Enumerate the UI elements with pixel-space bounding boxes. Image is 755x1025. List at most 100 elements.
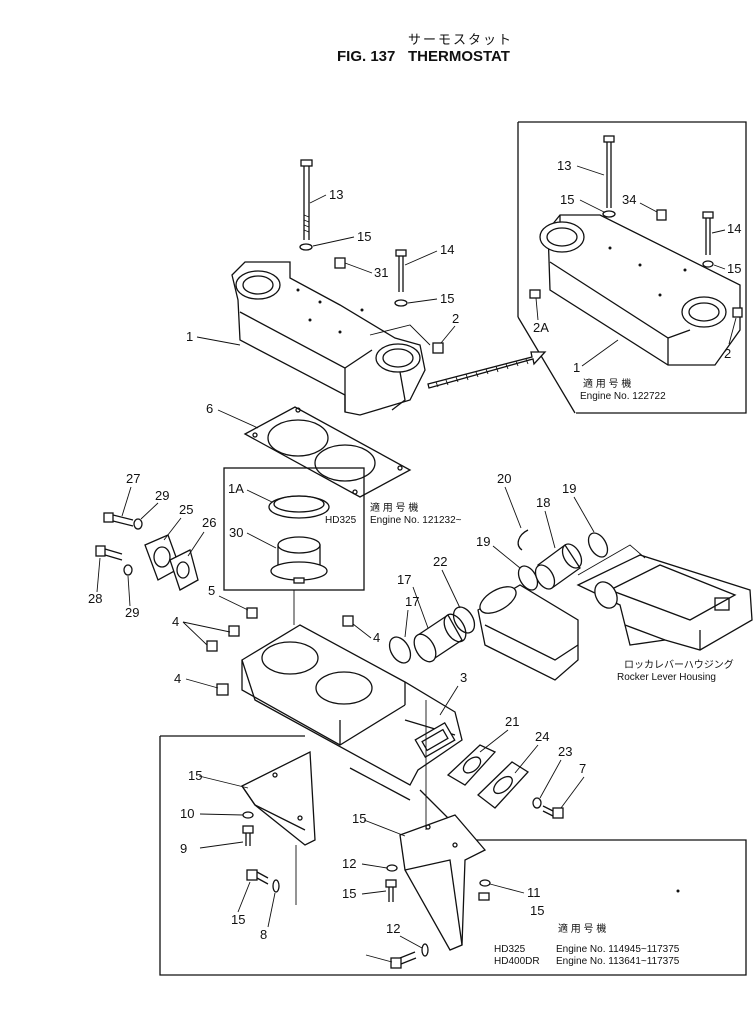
callout-25: 25: [179, 502, 193, 517]
thermo-box-note-model: HD325: [325, 515, 357, 526]
callout-15-a: 15: [357, 229, 371, 244]
cover-25: [144, 534, 181, 581]
callout-1-inset: 1: [573, 360, 580, 375]
thermostat-part-30: [270, 536, 328, 584]
callout-1: 1: [186, 329, 193, 344]
callout-17-a: 17: [405, 594, 419, 609]
inset-plug-2A: [529, 289, 541, 299]
plug-4-b: [342, 615, 354, 627]
bolt-12-a: [385, 879, 397, 902]
callout-2-inset: 2: [724, 346, 731, 361]
washer-15-i: [421, 943, 429, 957]
callout-19-b: 19: [562, 481, 576, 496]
callout-15-i: 12: [386, 921, 400, 936]
callout-8: 15: [352, 811, 366, 826]
callout-5: 5: [208, 583, 215, 598]
figure-number: FIG. 137: [337, 48, 395, 65]
callout-34-inset: 34: [622, 192, 636, 207]
title-japanese: サーモスタット: [408, 32, 513, 47]
callout-24: 23: [558, 744, 572, 759]
callout-15-e: 10: [180, 806, 194, 821]
washer-29-upper: [133, 518, 143, 530]
bolt-23: [542, 805, 564, 819]
inset-frame-diag: [517, 316, 576, 414]
callout-29-a: 29: [155, 488, 169, 503]
rocker-lever-housing: [576, 554, 753, 651]
callout-2A-inset: 2A: [533, 320, 549, 335]
plug-5: [246, 607, 258, 619]
callout-14-inset: 14: [727, 221, 741, 236]
bolt-9: [246, 869, 269, 885]
callout-23: 7: [579, 761, 586, 776]
callout-31: 31: [374, 265, 388, 280]
callout-29-b: 29: [125, 605, 139, 620]
callout-17-b: 22: [433, 554, 447, 569]
callout-15-g: 12: [342, 856, 356, 871]
gasket-part-6: [243, 406, 412, 498]
bolt-11: [478, 892, 490, 901]
bolt-13: [299, 159, 313, 251]
plug-4-c: [206, 640, 218, 652]
callout-1A: 1A: [228, 481, 244, 496]
oring-19-left: [517, 565, 539, 591]
callout-15-inset: 15: [560, 192, 574, 207]
inset-top-note-en: Engine No. 122722: [580, 391, 666, 402]
callout-15-b: 15: [440, 291, 454, 306]
callout-20: 20: [497, 471, 511, 486]
callout-13-inset: 13: [557, 158, 571, 173]
callout-30: 30: [229, 525, 243, 540]
callout-3: 3: [460, 670, 467, 685]
plug-31: [334, 257, 346, 269]
plug-4-a: [228, 625, 240, 637]
callout-28: 28: [88, 591, 102, 606]
clip-20: [517, 529, 529, 551]
oring-17-left: [388, 636, 412, 664]
thermo-box-note-en: Engine No. 121232~: [370, 515, 462, 526]
callout-21: 24: [535, 729, 549, 744]
callout-15-inset-b: 15: [727, 261, 741, 276]
oring-19-right: [587, 532, 609, 558]
inset-bolt-14: [702, 211, 714, 268]
bolt-27: [103, 512, 134, 527]
oring-17-right: [452, 606, 476, 634]
cover-21: [477, 761, 530, 809]
plug-4-d: [216, 683, 229, 696]
callout-22: 21: [505, 714, 519, 729]
thermo-box-note-jp: 適 用 号 機: [370, 501, 418, 514]
bottom-note-engine-1: Engine No. 114945~117375: [556, 944, 680, 955]
bolt-14: [394, 249, 408, 307]
callout-15-h: 11: [527, 885, 541, 900]
inset-top-note-jp: 適 用 号 機: [583, 377, 631, 390]
callout-10: 9: [180, 841, 187, 856]
callout-13: 13: [329, 187, 343, 202]
inset-plug-2: [732, 307, 743, 318]
seal-part-1A: [268, 495, 330, 519]
washer-15-f: [272, 879, 280, 893]
callout-7: 15: [188, 768, 202, 783]
bracket-8: [399, 814, 487, 951]
inset-frame-top: [517, 121, 747, 414]
callout-4-b: 4: [373, 630, 380, 645]
bottom-note-model-1: HD325: [494, 944, 526, 955]
gasket-26: [169, 549, 199, 591]
inset-bolt-13: [602, 135, 616, 218]
washer-15-g: [386, 864, 398, 872]
inset-plug-34: [656, 209, 667, 221]
plug-2: [432, 342, 444, 354]
gasket-22: [446, 744, 497, 786]
callout-11: 15: [530, 903, 544, 918]
callout-12-a: 15: [342, 886, 356, 901]
callout-2: 2: [452, 311, 459, 326]
callout-4-c: 4: [174, 671, 181, 686]
figure-title: THERMOSTAT: [408, 48, 510, 65]
washer-24: [532, 797, 542, 809]
sleeve-18: [534, 543, 583, 590]
washer-29-lower: [123, 564, 133, 576]
bottom-note-engine-2: Engine No. 113641~117375: [556, 956, 680, 967]
rocker-note-jp: ロッカレバーハウジング: [624, 658, 734, 671]
housing-part-3: [241, 624, 463, 786]
bolt-10: [242, 825, 254, 846]
bolt-28: [95, 545, 123, 561]
